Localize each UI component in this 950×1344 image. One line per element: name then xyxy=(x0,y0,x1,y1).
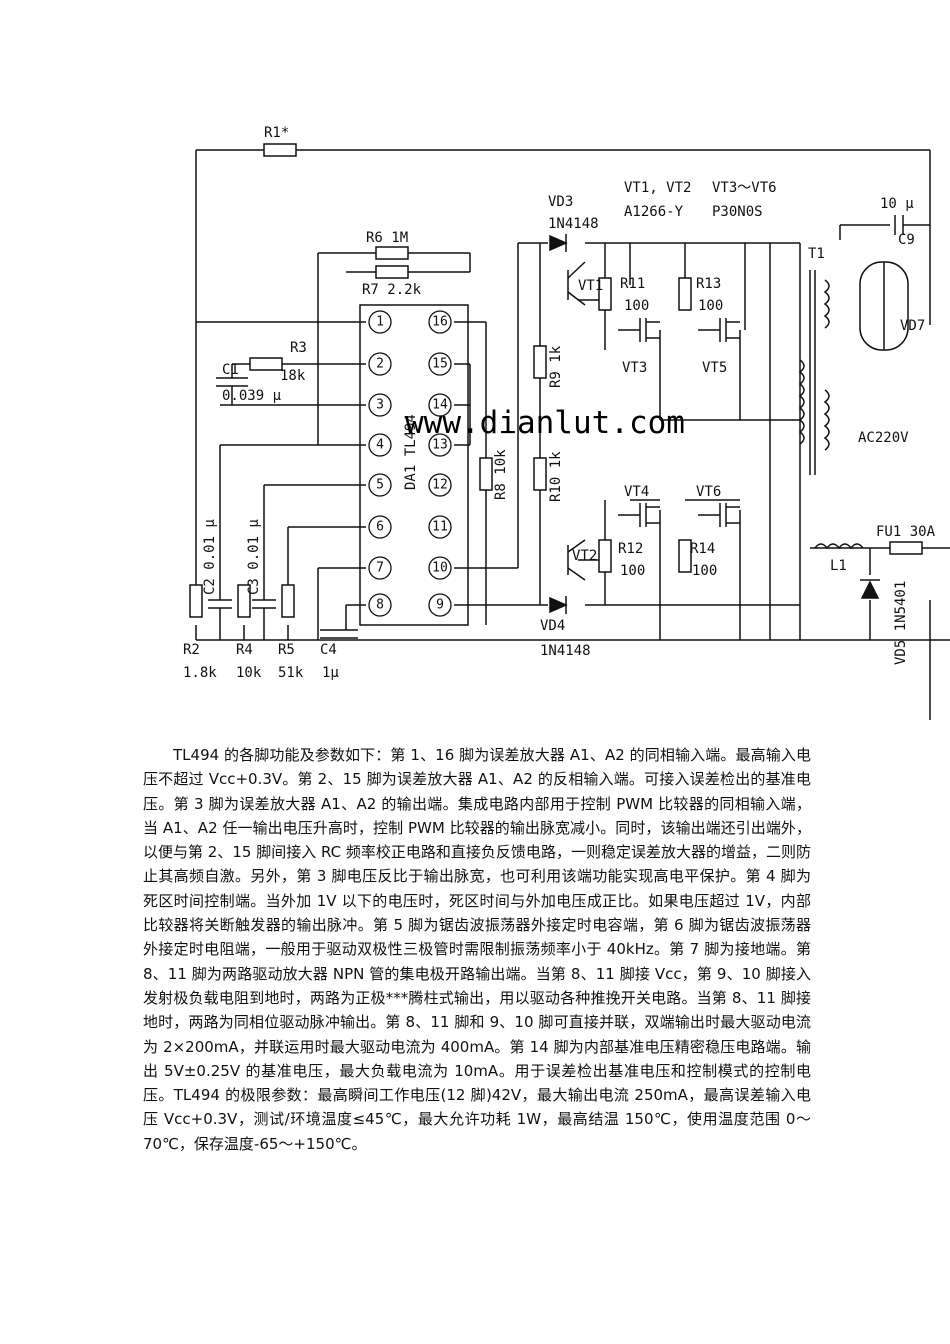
pin-14: 14 xyxy=(432,398,448,413)
pin-6: 6 xyxy=(376,520,384,535)
label-vt12-part: A1266-Y xyxy=(624,204,684,220)
label-vt36-head: VT3～VT6 xyxy=(712,180,777,196)
label-r13-val: 100 xyxy=(698,298,723,314)
pin-1: 1 xyxy=(376,315,384,330)
label-vd4-part: 1N4148 xyxy=(540,643,591,659)
r2-resistor xyxy=(189,584,203,618)
label-c2: C2 0.01 μ xyxy=(202,519,218,595)
r5-resistor xyxy=(281,584,295,618)
label-vt12-head: VT1, VT2 xyxy=(624,180,691,196)
label-r13: R13 xyxy=(696,276,721,292)
label-vd3: VD3 xyxy=(548,194,573,210)
r7-resistor xyxy=(375,265,409,279)
label-r2: R2 xyxy=(183,642,200,658)
schematic-wires xyxy=(195,149,950,720)
pin-8: 8 xyxy=(376,598,384,613)
pin-10: 10 xyxy=(432,561,448,576)
label-vt1: VT1 xyxy=(578,278,603,294)
label-c9: C9 xyxy=(898,232,915,248)
ac-coil xyxy=(823,389,830,451)
label-r6: R6 1M xyxy=(366,230,408,246)
pin-12: 12 xyxy=(432,478,448,493)
r10-resistor xyxy=(533,457,547,491)
label-fu1: FU1 30A xyxy=(876,524,936,540)
watermark: www.dianlut.com xyxy=(405,405,685,441)
pin-3: 3 xyxy=(376,398,384,413)
t1-secondary-coil xyxy=(823,279,830,329)
label-r14: R14 xyxy=(690,541,715,557)
label-c1-val: 0.039 μ xyxy=(222,388,282,404)
label-r9: R9 1k xyxy=(548,345,564,388)
vt5-mosfet xyxy=(698,318,740,342)
label-r4-val: 10k xyxy=(236,665,262,681)
r1-resistor xyxy=(263,143,297,157)
label-c3: C3 0.01 μ xyxy=(246,519,262,595)
vd4-diode xyxy=(549,596,568,614)
r11-resistor xyxy=(598,277,612,311)
pin-5: 5 xyxy=(376,478,384,493)
r9-resistor xyxy=(533,345,547,379)
label-c4-val: 1μ xyxy=(322,665,339,681)
label-r5: R5 xyxy=(278,642,295,658)
label-r4: R4 xyxy=(236,642,253,658)
pin-16: 16 xyxy=(432,315,448,330)
pin-15: 15 xyxy=(432,357,448,372)
vt3-mosfet xyxy=(618,318,660,342)
t1-primary-coil xyxy=(798,359,805,445)
label-c4: C4 xyxy=(320,642,337,658)
label-r10: R10 1k xyxy=(548,451,564,502)
r4-resistor xyxy=(237,584,251,618)
label-vd3-part: 1N4148 xyxy=(548,216,599,232)
label-r11: R11 xyxy=(620,276,645,292)
vd5-diode xyxy=(860,580,880,599)
label-r5-val: 51k xyxy=(278,665,304,681)
r6-resistor xyxy=(375,246,409,260)
pin-7: 7 xyxy=(376,561,384,576)
label-vt36-part: P30N0S xyxy=(712,204,763,220)
pin-11: 11 xyxy=(432,520,448,535)
label-vt3: VT3 xyxy=(622,360,647,376)
label-r12-val: 100 xyxy=(620,563,645,579)
circuit-schematic: 1 2 3 4 5 6 7 8 9 10 11 12 13 14 15 16 xyxy=(183,125,950,720)
pin-9: 9 xyxy=(436,598,444,613)
ic-pins xyxy=(368,310,452,617)
label-vd5: VD5 1N5401 xyxy=(893,581,909,665)
description-paragraph: TL494 的各脚功能及参数如下：第 1、16 脚为误差放大器 A1、A2 的同… xyxy=(143,746,811,1153)
label-vt5: VT5 xyxy=(702,360,727,376)
label-r8: R8 10k xyxy=(493,449,509,500)
r8-resistor xyxy=(479,457,493,491)
label-vt4: VT4 xyxy=(624,484,649,500)
label-vt2: VT2 xyxy=(572,548,597,564)
label-r1: R1* xyxy=(264,125,289,141)
pin-2: 2 xyxy=(376,357,384,372)
label-ic: DA1 TL494 xyxy=(403,414,419,490)
r14-resistor xyxy=(678,539,692,573)
pin-4: 4 xyxy=(376,438,384,453)
label-c9-val: 10 μ xyxy=(880,196,914,212)
vt4-mosfet xyxy=(618,503,660,527)
label-r2-val: 1.8k xyxy=(183,665,217,681)
label-l1: L1 xyxy=(830,558,847,574)
label-c1: C1 xyxy=(222,362,239,378)
label-r11-val: 100 xyxy=(624,298,649,314)
r12-resistor xyxy=(598,539,612,573)
r13-resistor xyxy=(678,277,692,311)
label-ac: AC220V xyxy=(858,430,909,446)
label-r3-val: 18k xyxy=(280,368,306,384)
r3-resistor xyxy=(249,357,283,371)
label-r12: R12 xyxy=(618,541,643,557)
vt6-mosfet xyxy=(698,503,740,527)
vd3-diode xyxy=(549,234,568,252)
l1-inductor xyxy=(814,543,864,550)
label-r14-val: 100 xyxy=(692,563,717,579)
label-vt6: VT6 xyxy=(696,484,721,500)
label-vd4: VD4 xyxy=(540,618,565,634)
label-t1: T1 xyxy=(808,246,825,262)
label-r3: R3 xyxy=(290,340,307,356)
pin-13: 13 xyxy=(432,438,448,453)
fu1-fuse xyxy=(889,541,923,555)
label-r7: R7 2.2k xyxy=(362,282,422,298)
label-vd7: VD7 xyxy=(900,318,925,334)
